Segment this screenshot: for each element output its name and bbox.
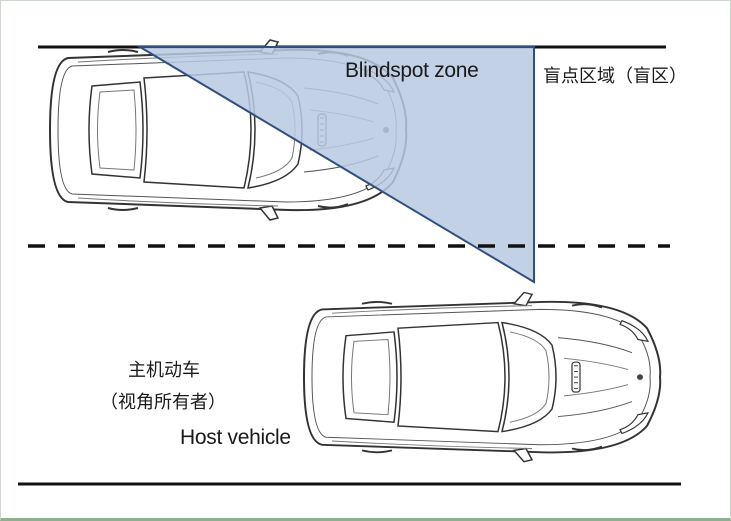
host-label-en: Host vehicle xyxy=(180,426,291,449)
blindspot-zone-area xyxy=(136,46,535,284)
host-label-zh-line1: 主机动车 xyxy=(128,360,200,381)
host-car-top-view-icon xyxy=(303,291,662,463)
host-label-zh-line2: （视角所有者） xyxy=(100,392,226,413)
blindspot-label-en: Blindspot zone xyxy=(345,59,479,82)
blindspot-label-zh: 盲点区域（盲区） xyxy=(543,66,687,87)
